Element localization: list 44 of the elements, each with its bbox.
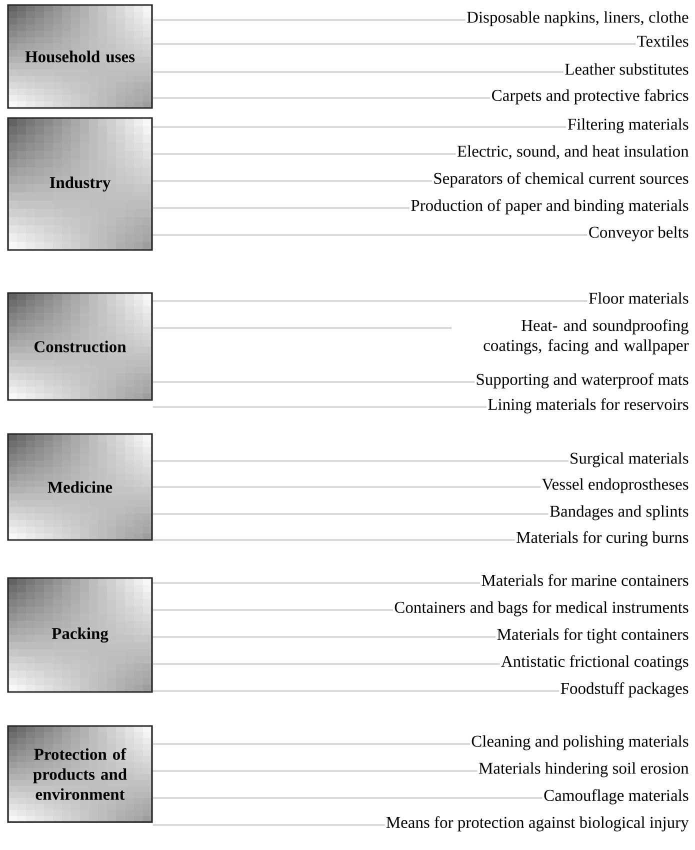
item-text: Production of paper and binding materials (411, 199, 688, 214)
category-box: Household uses (7, 4, 153, 109)
connector-line (152, 486, 541, 488)
connector-line (152, 180, 432, 182)
category-box: Protection of products and environment (7, 725, 153, 823)
connector-line (152, 690, 560, 692)
connector-line (152, 460, 569, 462)
item-text: Cleaning and polishing materials (472, 735, 688, 750)
category-box: Industry (7, 117, 153, 251)
connector-line (152, 126, 566, 128)
item-text: Filtering materials (568, 118, 688, 134)
item-text: Surgical materials (570, 452, 688, 468)
item-text: Leather substitutes (565, 63, 688, 75)
category-box: Medicine (7, 433, 153, 541)
connector-line (152, 824, 386, 826)
item-text: Conveyor belts (589, 226, 688, 242)
item-text: Disposable napkins, liners, clothe (467, 11, 688, 26)
connector-line (152, 770, 478, 772)
item-text: Materials for marine containers (482, 574, 688, 586)
item-text: Foodstuff packages (560, 682, 688, 698)
connector-line (152, 300, 588, 302)
item-text: Textiles (637, 35, 688, 47)
item-text: Floor materials (588, 292, 688, 304)
item-text: Carpets and protective fabrics (492, 89, 688, 104)
item-text: Materials hindering soil erosion (478, 762, 689, 778)
item-text: Supporting and waterproof mats (476, 373, 688, 388)
item-text: Heat- and soundproofing coatings, facing and wallpaper (484, 319, 689, 354)
item-text: Camouflage materials (544, 789, 688, 804)
item-text: Electric, sound, and heat insulation (457, 145, 689, 160)
item-text: Separators of chemical current sources (434, 172, 688, 188)
item-text: Vessel endoprostheses (542, 478, 688, 494)
item-text: Bandages and splints (550, 505, 688, 520)
item-text: Materials for tight containers (497, 628, 688, 644)
item-text: Lining materials for reservoirs (488, 398, 688, 414)
item-text: Containers and bags for medical instruments (394, 601, 688, 616)
item-text: Means for protection against biological injury (386, 816, 689, 832)
connector-line (152, 234, 588, 236)
category-box: Packing (7, 577, 153, 693)
item-text: Antistatic frictional coatings (501, 655, 688, 670)
connector-line (152, 582, 480, 584)
item-text: Materials for curing burns (516, 531, 688, 546)
connector-line (152, 406, 487, 408)
connector-line (152, 636, 496, 638)
category-box: Construction (7, 292, 153, 401)
